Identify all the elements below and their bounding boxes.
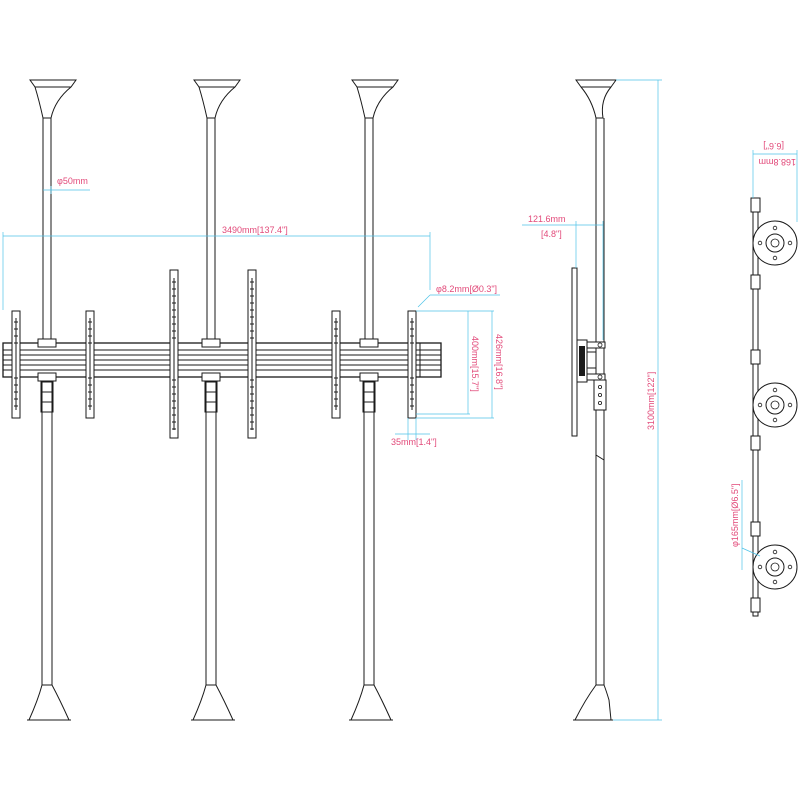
dim-top-depth: 168.8mm [6.6"] <box>752 141 798 222</box>
front-view: φ50mm 3490mm[137.4"] φ8.2mm[Ø0.3"] 400mm… <box>2 79 504 721</box>
top-depth-in-label: [6.6"] <box>763 141 784 151</box>
side-view: 121.6mm [4.8"] 3100mm[122"] <box>522 79 662 721</box>
vesa-bracket-3 <box>169 269 179 439</box>
dim-hole-diameter: φ8.2mm[Ø0.3"] <box>417 284 500 308</box>
dim-overall-width: 3490mm[137.4"] <box>2 225 431 310</box>
bracket-426-label: 426mm[16.8"] <box>494 334 504 390</box>
display-panel-edge <box>571 267 578 437</box>
pole-sleeves <box>40 381 376 413</box>
horizontal-rail <box>2 342 442 378</box>
pole-clamps <box>37 338 379 382</box>
top-view: 168.8mm [6.6"] φ165mm[Ø6.5"] <box>730 141 798 617</box>
base-diameter-label: φ165mm[Ø6.5"] <box>730 483 740 547</box>
offset-mm-label: 121.6mm <box>528 214 566 224</box>
vesa-bracket-4 <box>247 269 257 439</box>
top-base-plate-3 <box>752 544 798 590</box>
dim-height: 3100mm[122"] <box>613 79 662 721</box>
side-arm-assembly <box>576 339 607 411</box>
pole-2 <box>191 79 241 721</box>
dim-offset: 121.6mm [4.8"] <box>522 214 604 340</box>
dim-base-diameter: φ165mm[Ø6.5"] <box>730 480 761 570</box>
offset-in-label: [4.8"] <box>541 229 562 239</box>
pole-1 <box>27 79 77 721</box>
vesa-bracket-5 <box>331 310 341 419</box>
bracket-hole-marks <box>14 281 414 430</box>
pole-3 <box>349 79 399 721</box>
overall-width-label: 3490mm[137.4"] <box>222 225 288 235</box>
vesa-400-label: 400mm[15.7"] <box>470 336 480 392</box>
vesa-bracket-2 <box>85 310 95 419</box>
dim-pole-diameter: φ50mm <box>43 176 90 194</box>
top-depth-mm-label: 168.8mm <box>758 157 796 167</box>
vesa-bracket-6 <box>407 310 417 419</box>
vesa-bracket-1 <box>11 310 21 419</box>
hole-diameter-label: φ8.2mm[Ø0.3"] <box>436 284 497 294</box>
pole-diameter-label: φ50mm <box>57 176 88 186</box>
top-base-plate-2 <box>752 382 798 428</box>
top-base-plate-1 <box>752 220 798 266</box>
dim-bracket-width: 35mm[1.4"] <box>391 418 437 447</box>
height-label: 3100mm[122"] <box>646 372 656 430</box>
dim-vertical-brackets: 400mm[15.7"] 426mm[16.8"] <box>416 310 504 419</box>
bracket-width-label: 35mm[1.4"] <box>391 437 437 447</box>
